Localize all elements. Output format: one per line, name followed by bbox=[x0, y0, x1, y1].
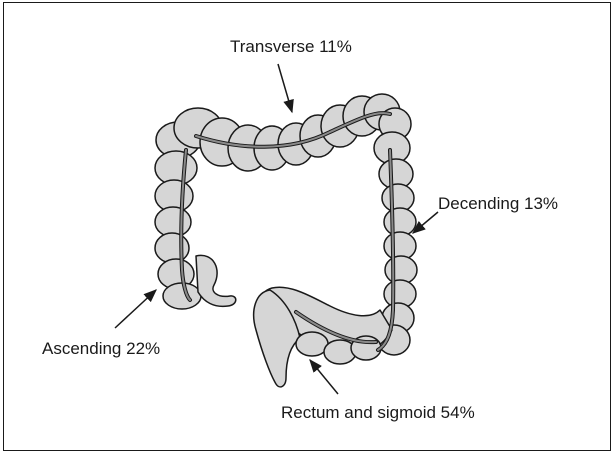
transverse-colon bbox=[174, 94, 411, 171]
transverse-label: Transverse 11% bbox=[230, 38, 352, 55]
descending-label: Decending 13% bbox=[438, 195, 558, 212]
sigmoid-rectum bbox=[254, 287, 392, 387]
ascending-label: Ascending 22% bbox=[42, 340, 160, 357]
rectum-arrow bbox=[310, 360, 338, 394]
rectum-sigmoid-label: Rectum and sigmoid 54% bbox=[281, 404, 475, 421]
ascending-arrow bbox=[115, 290, 156, 328]
transverse-arrow bbox=[278, 64, 292, 112]
descending-arrow bbox=[413, 212, 438, 233]
